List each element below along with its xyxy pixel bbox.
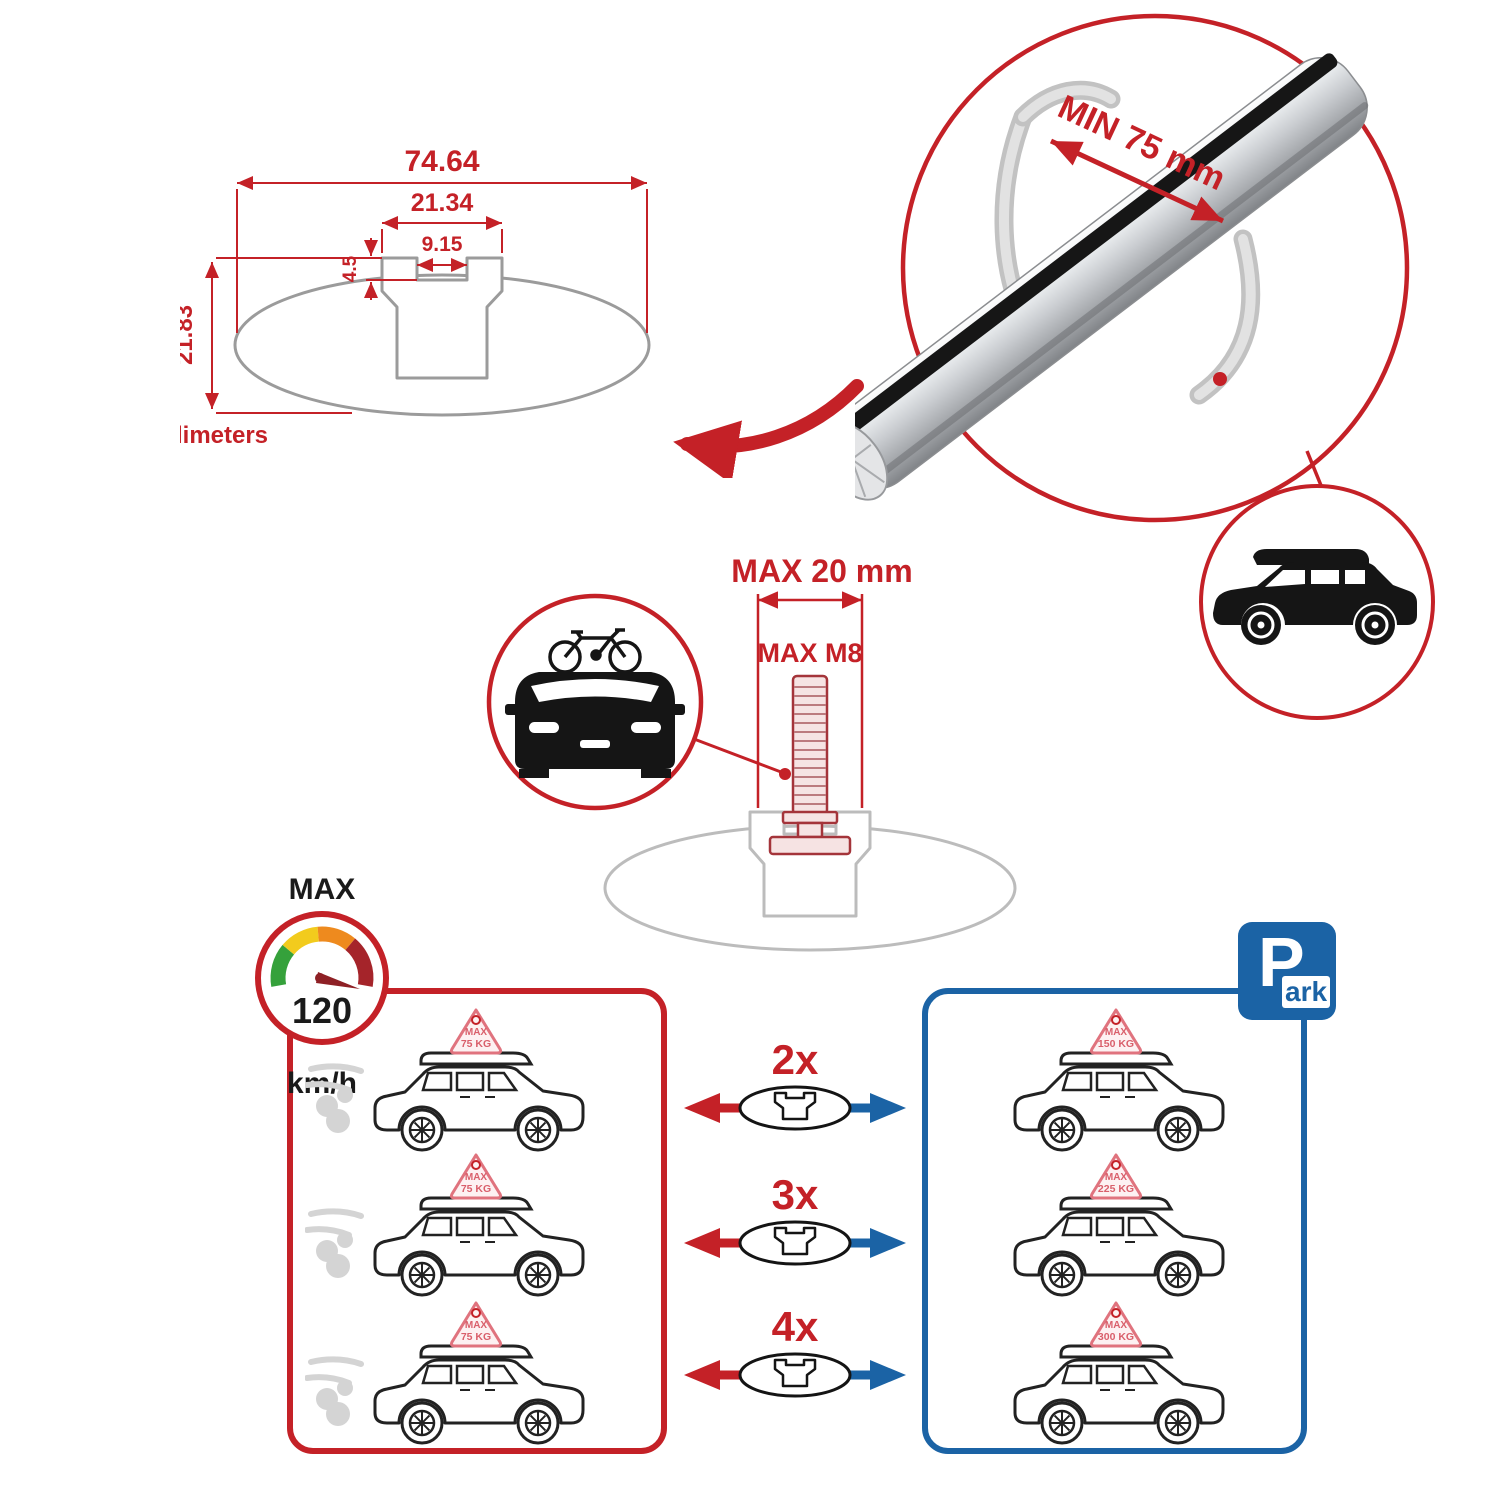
multiplier-label-4x: 4x	[771, 1303, 819, 1350]
gauge-needle	[316, 972, 360, 989]
parked-capacity-box	[922, 988, 1307, 1454]
bolt-dimension-lines	[756, 591, 864, 808]
suv-car-icon	[373, 1344, 585, 1445]
bar-end-cap	[855, 421, 889, 501]
max-load-badge: MAX 75 KG	[449, 1153, 503, 1200]
min-span-arrow	[1049, 138, 1225, 224]
badge-logo-mark	[471, 1015, 481, 1025]
crossbar-photo-detail: MIN 75 mm	[855, 13, 1435, 720]
badge-logo-mark	[1111, 1160, 1121, 1170]
right-arrowhead	[870, 1093, 906, 1123]
suv-car-icon	[373, 1051, 585, 1152]
bolt-max-thread-label: MAX M8	[757, 638, 862, 668]
gauge-needle-pivot	[315, 973, 325, 983]
badge-logo-mark	[1111, 1308, 1121, 1318]
dim-total-height: 21.83	[180, 305, 198, 365]
park-sign-ark: ark	[1282, 976, 1331, 1008]
gauge-max-label: MAX	[289, 875, 356, 906]
badge-logo-mark	[471, 1308, 481, 1318]
car-front-icon	[505, 672, 685, 778]
bar-count-arrow-row-2	[684, 1220, 906, 1266]
detail-point-dot	[1213, 372, 1227, 386]
gauge-value: 120	[292, 990, 352, 1031]
badge-logo-mark	[1111, 1015, 1121, 1025]
badge-max-label: MAX	[1105, 1320, 1128, 1331]
left-arrowhead	[684, 1093, 720, 1123]
parked-car-row-1: MAX 150 KG	[1013, 1008, 1225, 1152]
max-load-badge: MAX 75 KG	[449, 1301, 503, 1348]
multiplier-label-2x: 2x	[771, 1036, 819, 1083]
badge-max-label: MAX	[1105, 1027, 1128, 1038]
t-bolt	[768, 674, 852, 856]
crossbar-profile-dimension-diagram: 74.64 21.34 9.15 4.5 21.83 milimeters	[180, 145, 651, 449]
badge-weight: 225 KG	[1098, 1183, 1134, 1195]
badge-logo-mark	[471, 1160, 481, 1170]
badge-max-label: MAX	[465, 1320, 488, 1331]
motion-lines	[305, 1356, 364, 1426]
left-arrowhead	[684, 1228, 720, 1258]
suv-car-icon	[1013, 1051, 1225, 1152]
bolt-max-width-label: MAX 20 mm	[731, 553, 912, 589]
max-load-badge: MAX 75 KG	[449, 1008, 503, 1055]
multiplier-label-3x: 3x	[771, 1171, 819, 1218]
driving-capacity-box	[287, 988, 667, 1454]
badge-weight: 150 KG	[1098, 1038, 1134, 1050]
right-arrowhead	[870, 1360, 906, 1390]
suv-car-icon	[1013, 1196, 1225, 1297]
bar-count-arrow-row-1	[684, 1085, 906, 1131]
detail-point-dot	[779, 768, 791, 780]
driving-car-row-1: MAX 75 KG	[305, 1008, 585, 1152]
badge-weight: 75 KG	[461, 1331, 491, 1343]
parked-car-row-2: MAX 225 KG	[1013, 1153, 1225, 1297]
parked-car-row-3: MAX 300 KG	[1013, 1301, 1225, 1445]
driving-car-row-3: MAX 75 KG	[305, 1301, 585, 1445]
suv-with-roofbox-icon	[1213, 549, 1417, 645]
bolt-spec-diagram: MAX 20 mm MAX M8	[486, 553, 1017, 952]
speed-limit-gauge: MAX 120 km/h	[255, 875, 389, 1100]
zoom-pointer-arrow	[673, 379, 864, 478]
units-label: milimeters	[180, 422, 268, 449]
t-slot-glyph	[773, 1226, 817, 1256]
t-slot-glyph	[773, 1091, 817, 1121]
motion-lines	[305, 1063, 364, 1133]
motion-lines	[305, 1208, 364, 1278]
badge-max-label: MAX	[465, 1172, 488, 1183]
badge-weight: 300 KG	[1098, 1331, 1134, 1343]
dim-lip-height: 4.5	[340, 255, 361, 282]
suv-car-icon	[373, 1196, 585, 1297]
driving-car-row-2: MAX 75 KG	[305, 1153, 585, 1297]
park-sign: P ark	[1238, 922, 1336, 1020]
badge-weight: 75 KG	[461, 1038, 491, 1050]
left-arrowhead	[684, 1360, 720, 1390]
dim-slot-width: 9.15	[422, 233, 463, 256]
suv-car-icon	[1013, 1344, 1225, 1445]
max-load-badge: MAX 300 KG	[1089, 1301, 1143, 1348]
profile-ellipse	[233, 273, 651, 417]
dim-total-width: 74.64	[404, 145, 479, 178]
badge-max-label: MAX	[465, 1027, 488, 1038]
right-arrowhead	[870, 1228, 906, 1258]
gauge-color-band	[270, 926, 374, 987]
dim-channel-width: 21.34	[411, 189, 474, 217]
max-load-badge: MAX 150 KG	[1089, 1008, 1143, 1055]
badge-max-label: MAX	[1105, 1172, 1128, 1183]
leader-line	[693, 737, 782, 774]
bar-count-arrow-row-3	[684, 1352, 906, 1398]
max-load-badge: MAX 225 KG	[1089, 1153, 1143, 1200]
t-slot-glyph	[773, 1358, 817, 1388]
dimension-lines	[205, 176, 648, 414]
badge-weight: 75 KG	[461, 1183, 491, 1195]
